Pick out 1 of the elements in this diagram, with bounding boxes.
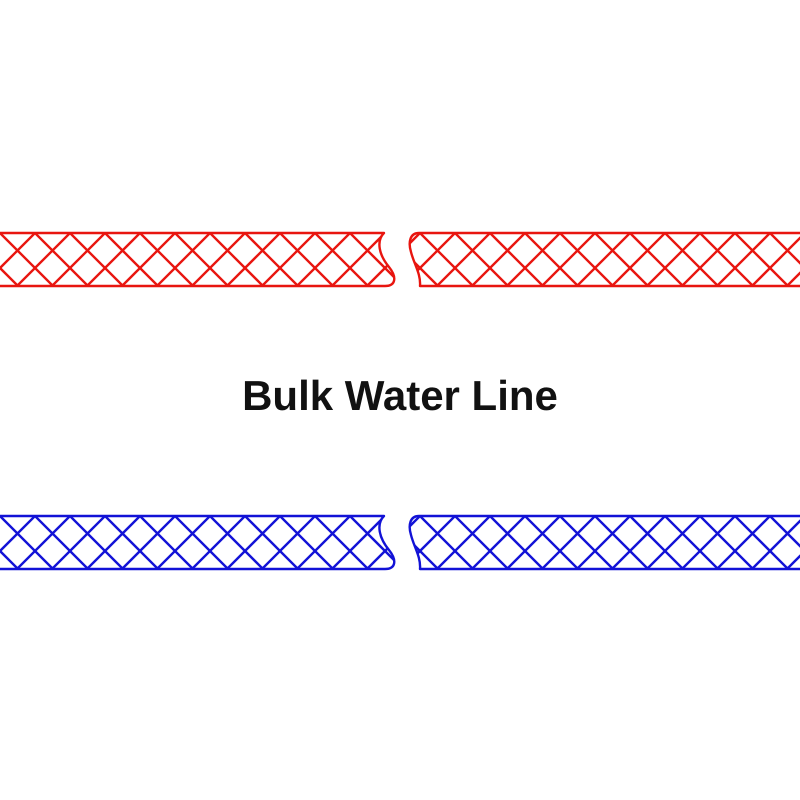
title: Bulk Water Line xyxy=(242,372,558,419)
